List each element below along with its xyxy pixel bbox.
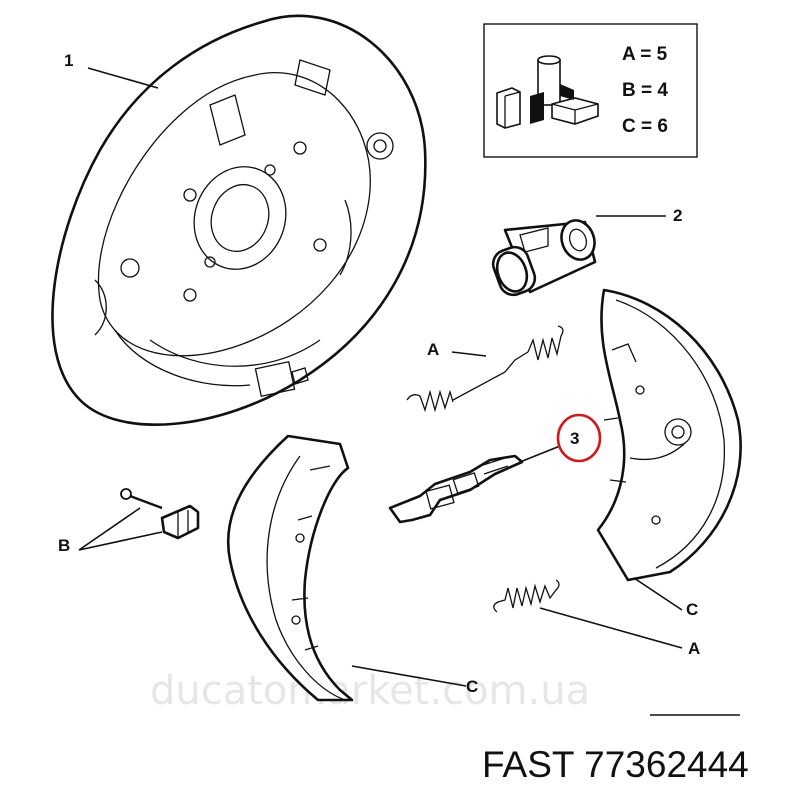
parts-kit-icon bbox=[496, 55, 599, 129]
leader-line-a-upper bbox=[451, 351, 487, 357]
legend-b: B = 4 bbox=[622, 80, 668, 101]
backing-plate-part bbox=[51, 14, 427, 426]
callout-2: 2 bbox=[673, 206, 682, 225]
callout-a-upper: A bbox=[427, 340, 439, 359]
leader-line-3 bbox=[519, 445, 561, 463]
highlight-circle bbox=[556, 413, 602, 463]
watermark-text: ducatomarket.com.ua bbox=[150, 668, 590, 714]
leader-line-c-right bbox=[633, 577, 683, 611]
callout-b: B bbox=[58, 536, 70, 555]
right-brake-shoe-part bbox=[596, 288, 742, 582]
leader-line-1 bbox=[87, 67, 159, 89]
upper-return-spring-part bbox=[406, 325, 564, 413]
leader-line-c-bottom bbox=[351, 665, 467, 687]
wheel-cylinder-part bbox=[491, 219, 597, 297]
callout-c-right: C bbox=[686, 600, 698, 619]
part-number-caption: FAST 77362444 bbox=[482, 744, 749, 785]
legend-c: C = 6 bbox=[622, 116, 668, 137]
adjuster-strut-part bbox=[388, 454, 524, 524]
legend-box: A = 5 B = 4 C = 6 bbox=[483, 23, 698, 158]
hold-down-pin-part bbox=[120, 488, 200, 540]
leader-line-b-1 bbox=[78, 507, 141, 551]
callout-3: 3 bbox=[570, 429, 579, 448]
legend-a: A = 5 bbox=[622, 44, 668, 65]
callout-c-bottom: C bbox=[466, 677, 478, 696]
callout-a-lower: A bbox=[688, 639, 700, 658]
leader-line-a-lower bbox=[539, 607, 683, 649]
leader-line-b-2 bbox=[78, 531, 163, 551]
lower-return-spring-part bbox=[493, 579, 560, 613]
left-brake-shoe-part bbox=[226, 434, 354, 702]
callout-1: 1 bbox=[64, 51, 73, 70]
